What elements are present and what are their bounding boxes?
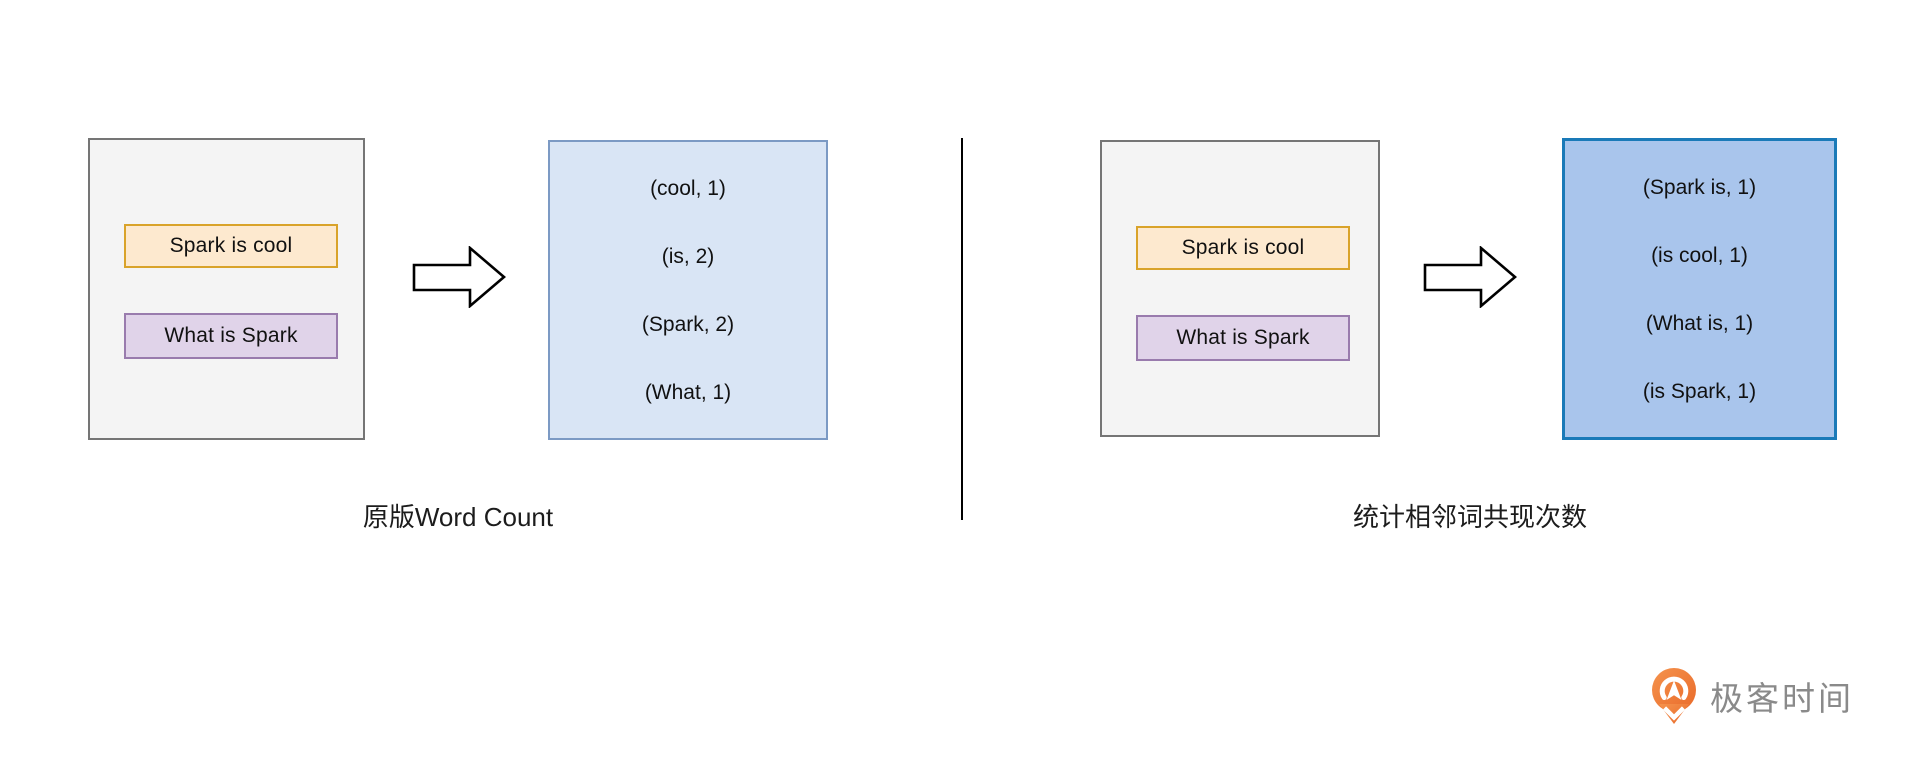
result-line: (is, 2) <box>661 245 715 268</box>
left-result-box: (cool, 1) (is, 2) (Spark, 2) (What, 1) <box>548 140 828 440</box>
logo-brand-text: 极客时间 <box>1710 680 1854 717</box>
right-result-box: (Spark is, 1) (is cool, 1) (What is, 1) … <box>1562 138 1837 440</box>
geektime-logo: 极客时间 <box>1650 666 1854 726</box>
result-line: (What, 1) <box>644 381 732 404</box>
right-source-box: Spark is cool What is Spark <box>1100 140 1380 437</box>
vertical-divider <box>961 138 963 520</box>
right-arrow-icon <box>1423 246 1517 308</box>
result-line: (is Spark, 1) <box>1642 380 1757 403</box>
right-arrow-icon <box>412 246 506 308</box>
right-sentence-spark-is-cool: Spark is cool <box>1136 226 1350 270</box>
left-sentence-spark-is-cool: Spark is cool <box>124 224 338 268</box>
right-sentence-what-is-spark: What is Spark <box>1136 315 1350 361</box>
result-line: (is cool, 1) <box>1651 244 1748 267</box>
result-line: (Spark, 2) <box>641 313 735 336</box>
geektime-pin-icon <box>1652 668 1696 724</box>
result-line: (Spark is, 1) <box>1642 176 1757 199</box>
left-source-box: Spark is cool What is Spark <box>88 138 365 440</box>
left-caption: 原版Word Count <box>362 502 554 532</box>
result-line: (What is, 1) <box>1645 312 1754 335</box>
right-caption: 统计相邻词共现次数 <box>1352 502 1587 532</box>
left-sentence-what-is-spark: What is Spark <box>124 313 338 359</box>
result-line: (cool, 1) <box>650 177 726 200</box>
